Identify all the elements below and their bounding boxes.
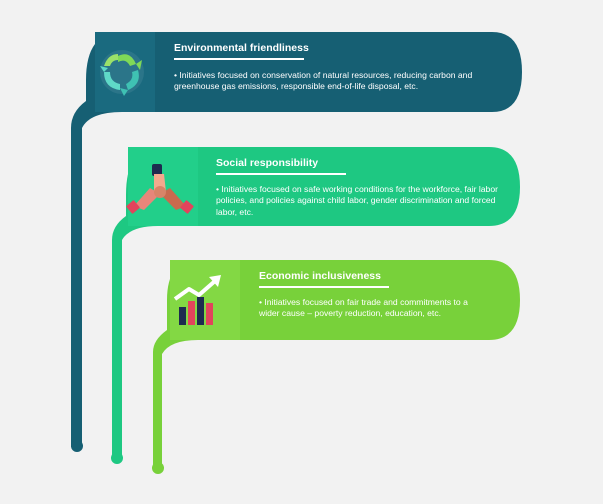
card-3-title: Economic inclusiveness: [259, 270, 381, 282]
card-2-title: Social responsibility: [216, 157, 319, 169]
growth-chart-icon: [173, 275, 221, 325]
card-1-end-dot: [71, 440, 83, 452]
card-1-text: Environmental friendliness • Initiatives…: [174, 42, 494, 93]
card-1-shape: [71, 32, 522, 452]
card-2-end-dot: [111, 452, 123, 464]
joined-hands-icon: [126, 164, 194, 214]
card-1-description: • Initiatives focused on conservation of…: [174, 69, 473, 92]
card-2-description: • Initiatives focused on safe working co…: [216, 183, 498, 217]
card-1-title-rule: [174, 58, 304, 60]
card-1-title: Environmental friendliness: [174, 42, 309, 54]
card-2-text: Social responsibility • Initiatives focu…: [216, 157, 501, 218]
card-3-end-dot: [152, 462, 164, 474]
card-3-title-rule: [259, 286, 389, 288]
card-3-description: • Initiatives focused on fair trade and …: [259, 296, 468, 319]
card-2-title-rule: [216, 173, 346, 175]
card-3-text: Economic inclusiveness • Initiatives foc…: [259, 270, 489, 320]
card-3-shape: [152, 260, 520, 474]
recycle-icon: [100, 50, 144, 96]
